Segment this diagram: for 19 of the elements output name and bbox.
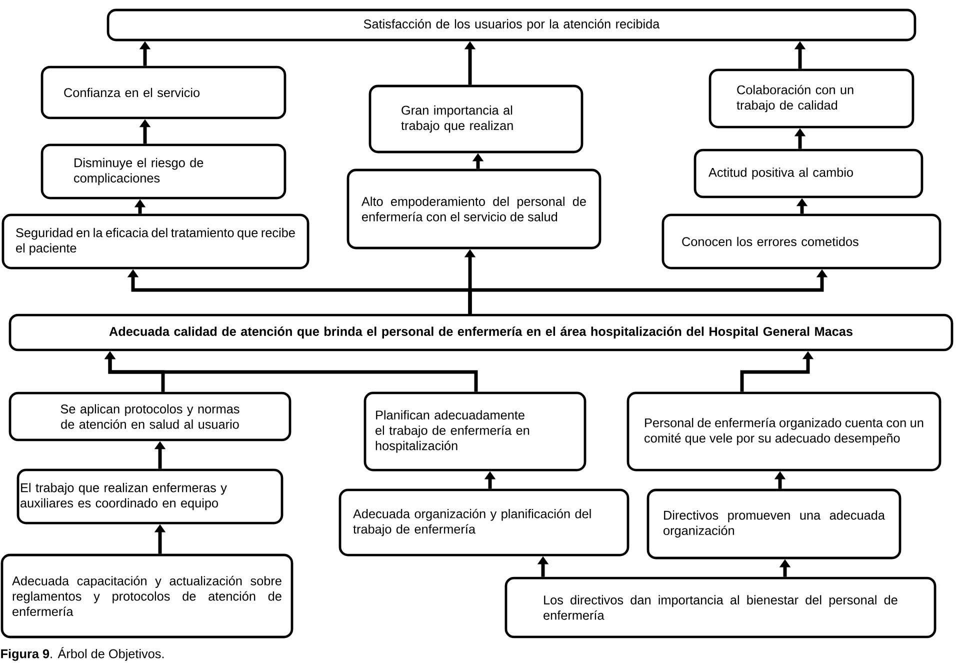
figure-caption: Figura 9. Árbol de Objetivos. bbox=[1, 647, 164, 661]
objective-box: Se aplican protocolos y normas de atención en salud al usuario bbox=[8, 392, 292, 442]
objective-box: Adecuada capacitación y actualización sobre reglamentos y protocolos de atención de enfermería bbox=[0, 554, 294, 638]
objective-box: Adecuada organización y planificación del trabajo de enfermería bbox=[338, 488, 630, 556]
objective-box: Colaboración con un trabajo de calidad bbox=[708, 68, 914, 128]
objective-box: Planifican adecuadamente el trabajo de enfermería en hospitalización bbox=[364, 392, 586, 472]
objective-box: Adecuada calidad de atención que brinda el personal de enfermería en el área hospitalización del Hospital General Macas bbox=[8, 314, 954, 352]
objective-box: El trabajo que realizan enfermeras y auxiliares es coordinado en equipo bbox=[16, 468, 284, 524]
objective-box: Gran importancia al trabajo que realizan bbox=[368, 84, 584, 154]
objective-box: Satisfacción de los usuarios por la atención recibida bbox=[106, 8, 916, 42]
objective-box: Personal de enfermería organizado cuenta con un comité que vele por su adecuado desempeño bbox=[626, 392, 942, 472]
objective-box: Los directivos dan importancia al bienestar del personal de enfermería bbox=[504, 576, 936, 638]
objective-box: Directivos promueven una adecuada organización bbox=[646, 488, 902, 560]
objective-box: Conocen los errores cometidos bbox=[662, 214, 942, 270]
objective-box: Disminuye el riesgo de complicaciones bbox=[40, 144, 286, 200]
objective-box: Actitud positiva al cambio bbox=[694, 148, 924, 198]
objective-box: Seguridad en la eficacia del tratamiento que recibe el paciente bbox=[2, 214, 310, 270]
objective-box: Alto empoderamiento del personal de enfermería con el servicio de salud bbox=[346, 168, 602, 250]
objective-box: Confianza en el servicio bbox=[40, 66, 286, 120]
